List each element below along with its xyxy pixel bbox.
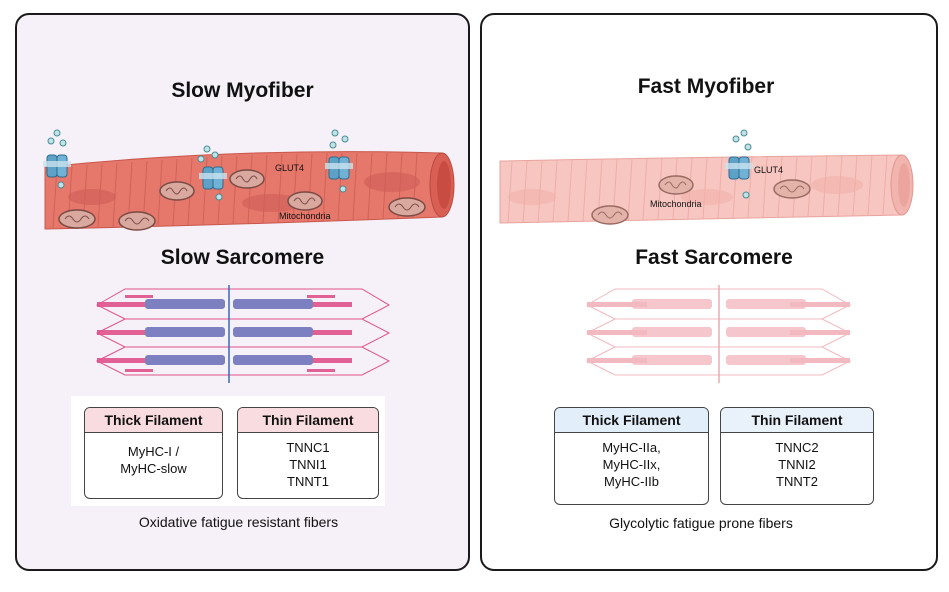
- mitochondrion-icon: [591, 175, 811, 225]
- fast-sarcomere-illustration: [585, 285, 852, 383]
- fast-myofiber-illustration: GLUT4 Mitochondria: [499, 129, 914, 225]
- fast-thick-line: MyHC-IIx,: [602, 457, 661, 472]
- slow-myofiber-illustration: GLUT4 Mitochondria: [43, 129, 455, 231]
- fast-thick-line: MyHC-IIa,: [602, 440, 661, 455]
- fast-fiber-panel: Fast Myofiber: [480, 13, 938, 571]
- slow-thin-filament-box: Thin Filament TNNC1 TNNI1 TNNT1: [237, 407, 379, 499]
- fast-sarcomere-title: Fast Sarcomere: [635, 246, 793, 269]
- fast-thin-line: TNNI2: [778, 457, 816, 472]
- glut4-icon: [725, 129, 753, 199]
- mitochondrion-icon: [58, 169, 426, 231]
- slow-thin-filament-header: Thin Filament: [238, 408, 378, 433]
- slow-sarcomere-illustration: [95, 285, 391, 383]
- slow-fiber-panel: Slow Myofiber: [15, 13, 470, 571]
- fast-myofiber-title: Fast Myofiber: [637, 75, 775, 98]
- slow-thin-line: TNNT1: [287, 474, 329, 489]
- mitochondria-label: Mitochondria: [279, 211, 331, 221]
- slow-caption: Oxidative fatigue resistant fibers: [138, 514, 339, 530]
- fast-thin-filament-box: Thin Filament TNNC2 TNNI2 TNNT2: [720, 407, 874, 505]
- slow-thin-line: TNNC1: [286, 440, 330, 455]
- slow-thick-filament-header: Thick Filament: [85, 408, 222, 433]
- slow-myofiber-title: Slow Myofiber: [171, 79, 314, 102]
- glut4-icon: [43, 129, 71, 189]
- mitochondria-label: Mitochondria: [650, 199, 702, 209]
- fast-thick-line: MyHC-IIb: [604, 474, 659, 489]
- slow-sarcomere-title: Slow Sarcomere: [160, 246, 325, 269]
- slow-thick-filament-box: Thick Filament MyHC-I / MyHC-slow: [84, 407, 223, 499]
- slow-thick-line: MyHC-I /: [127, 444, 180, 459]
- glut4-label: GLUT4: [275, 163, 304, 173]
- slow-thin-line: TNNI1: [289, 457, 327, 472]
- fast-thin-filament-header: Thin Filament: [721, 408, 873, 433]
- glut4-label: GLUT4: [754, 165, 783, 175]
- fast-thin-line: TNNT2: [776, 474, 818, 489]
- fast-thin-line: TNNC2: [775, 440, 819, 455]
- fast-thick-filament-header: Thick Filament: [555, 408, 708, 433]
- fast-thick-filament-box: Thick Filament MyHC-IIa, MyHC-IIx, MyHC-…: [554, 407, 709, 505]
- fast-caption: Glycolytic fatigue prone fibers: [609, 515, 793, 531]
- glut4-icon: [197, 145, 227, 201]
- slow-thick-line: MyHC-slow: [120, 461, 187, 476]
- glut4-icon: [325, 129, 353, 193]
